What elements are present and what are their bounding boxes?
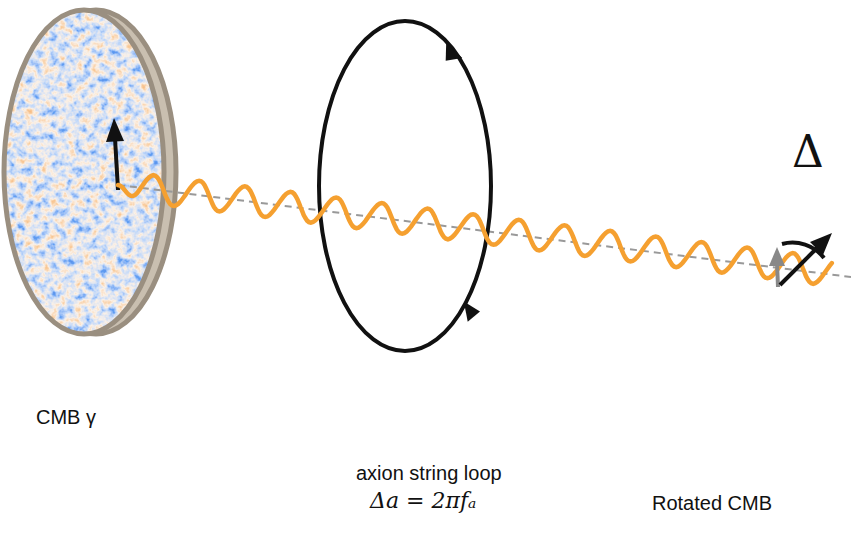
disk-border [4, 10, 164, 334]
arrow-head [769, 247, 785, 266]
photon-wave [118, 175, 832, 284]
cmb-map [0, 8, 170, 338]
loop-arrow [444, 43, 464, 63]
arrow-head [106, 118, 124, 142]
angle-symbol: Δ [792, 126, 824, 177]
rotated-label: Rotated CMB [652, 492, 772, 515]
loop-arrow [456, 298, 480, 322]
loop-label: axion string loop [356, 462, 502, 485]
arrow-head [810, 233, 832, 255]
winding-formula: Δa = 2πfₐ [370, 488, 476, 513]
cmb-label: CMB γ [36, 406, 96, 429]
string-loop [319, 21, 491, 351]
rotated-polarization [780, 245, 820, 285]
polarization-arrow [115, 138, 118, 190]
